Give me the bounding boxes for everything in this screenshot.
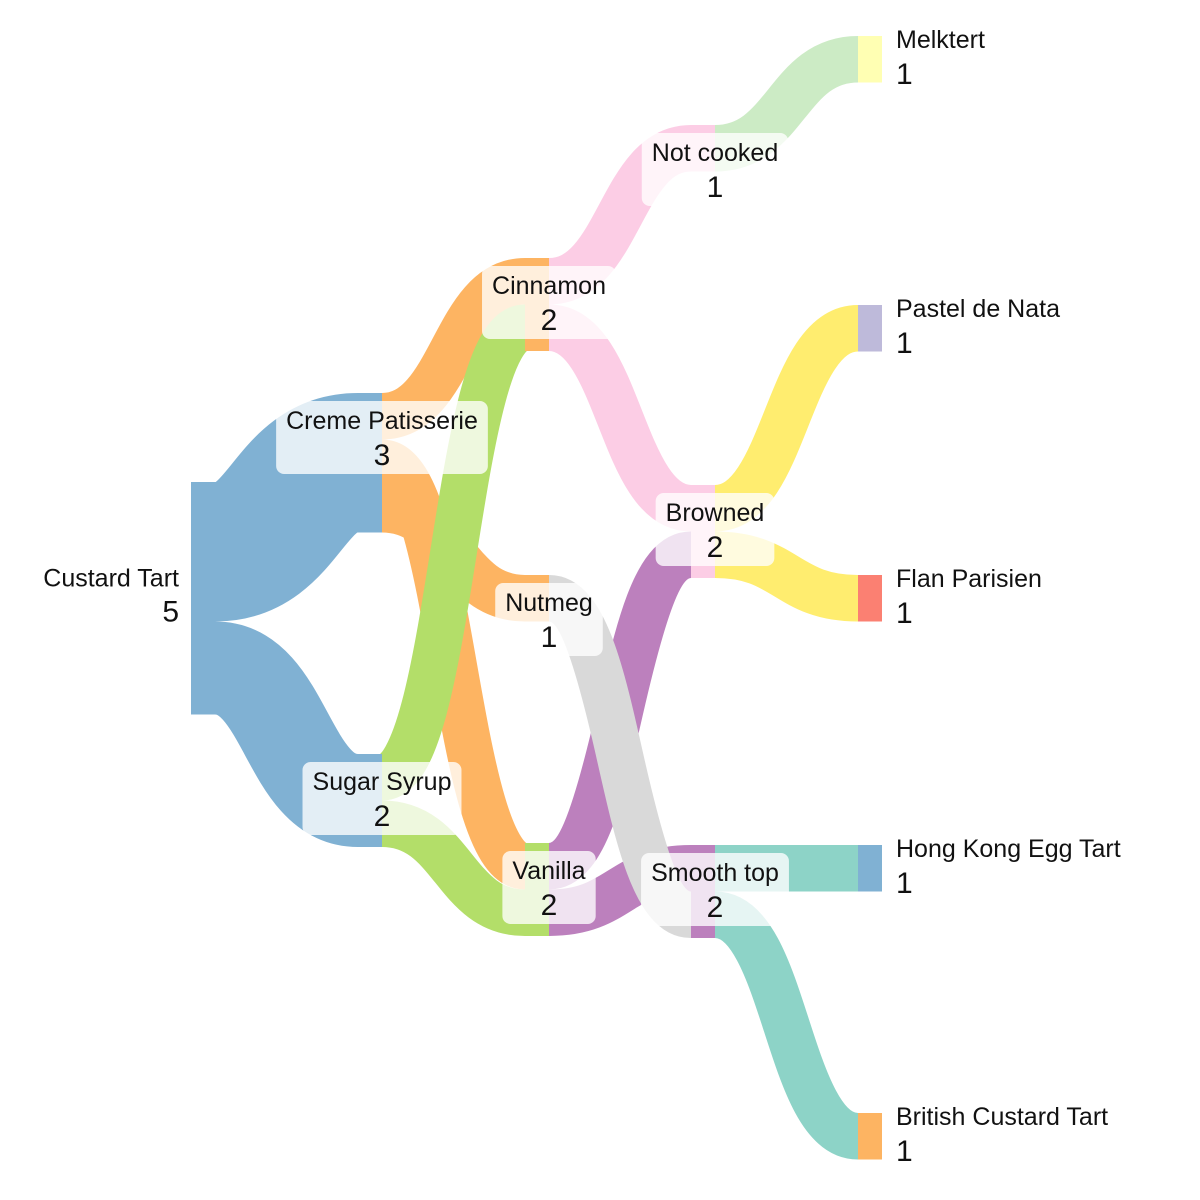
label-box-smooth-top: [641, 853, 789, 926]
node-custard-tart: [191, 482, 215, 715]
node-british-custard-tart: [858, 1113, 882, 1160]
link-cinnamon-to-browned: [545, 304, 695, 532]
label-box-not-cooked: [641, 133, 789, 206]
node-name-vanilla: Vanilla: [512, 857, 585, 885]
node-value-hong-kong-egg-tart: 1: [896, 867, 913, 900]
node-value-nutmeg: 1: [541, 621, 558, 654]
node-name-hong-kong-egg-tart: Hong Kong Egg Tart: [896, 835, 1121, 863]
node-name-smooth-top: Smooth top: [651, 859, 779, 887]
node-value-british-custard-tart: 1: [896, 1135, 913, 1168]
label-sugar-syrup: Sugar Syrup 2: [302, 762, 462, 835]
node-value-flan-parisien: 1: [896, 597, 913, 630]
label-creme-patisserie: Creme Patisserie 3: [276, 401, 488, 474]
label-box-nutmeg: [495, 583, 603, 656]
label-vanilla: Vanilla 2: [502, 851, 596, 924]
node-name-flan-parisien: Flan Parisien: [896, 565, 1042, 593]
label-hong-kong-egg-tart: Hong Kong Egg Tart 1: [896, 835, 1121, 900]
label-pastel-de-nata: Pastel de Nata 1: [896, 295, 1060, 360]
node-flan-parisien: [858, 575, 882, 622]
node-value-smooth-top: 2: [707, 891, 724, 924]
node-name-sugar-syrup: Sugar Syrup: [313, 768, 452, 796]
node-name-not-cooked: Not cooked: [652, 139, 778, 167]
node-name-browned: Browned: [666, 499, 765, 527]
node-hong-kong-egg-tart: [858, 845, 882, 892]
node-name-cinnamon: Cinnamon: [492, 272, 606, 300]
node-value-pastel-de-nata: 1: [896, 327, 913, 360]
label-browned: Browned 2: [655, 493, 775, 566]
node-value-browned: 2: [707, 531, 724, 564]
node-value-cinnamon: 2: [541, 304, 558, 337]
link-sugar-syrup-to-cinnamon: [375, 304, 532, 801]
node-pastel-de-nata: [858, 305, 882, 352]
label-not-cooked: Not cooked 1: [641, 133, 789, 206]
link-browned-to-pastel-de-nata: [711, 305, 862, 532]
label-smooth-top: Smooth top 2: [641, 853, 789, 926]
label-nutmeg: Nutmeg 1: [495, 583, 603, 656]
node-value-melktert: 1: [896, 58, 913, 91]
node-value-creme-patisserie: 3: [374, 439, 391, 472]
node-name-british-custard-tart: British Custard Tart: [896, 1103, 1108, 1131]
node-melktert: [858, 36, 882, 83]
node-name-creme-patisserie: Creme Patisserie: [286, 407, 478, 435]
label-flan-parisien: Flan Parisien 1: [896, 565, 1042, 630]
link-smooth-top-to-british-custard-tart: [711, 891, 862, 1160]
node-value-vanilla: 2: [541, 889, 558, 922]
label-melktert: Melktert 1: [896, 26, 985, 91]
label-box-creme-patisserie: [276, 401, 488, 474]
label-british-custard-tart: British Custard Tart 1: [896, 1103, 1108, 1168]
label-box-vanilla: [502, 851, 596, 924]
node-name-melktert: Melktert: [896, 26, 985, 54]
label-cinnamon: Cinnamon 2: [482, 266, 616, 339]
label-custard-tart: Custard Tart 5: [43, 565, 179, 629]
node-name-custard-tart: Custard Tart: [43, 565, 179, 593]
node-value-sugar-syrup: 2: [374, 800, 391, 833]
node-value-not-cooked: 1: [707, 171, 724, 204]
node-value-custard-tart: 5: [162, 596, 179, 629]
node-name-pastel-de-nata: Pastel de Nata: [896, 295, 1060, 323]
label-box-browned: [655, 493, 775, 566]
label-box-sugar-syrup: [302, 762, 462, 835]
label-box-cinnamon: [482, 266, 616, 339]
node-name-nutmeg: Nutmeg: [505, 589, 593, 617]
link-custard-tart-to-creme-patisserie: [209, 393, 364, 622]
